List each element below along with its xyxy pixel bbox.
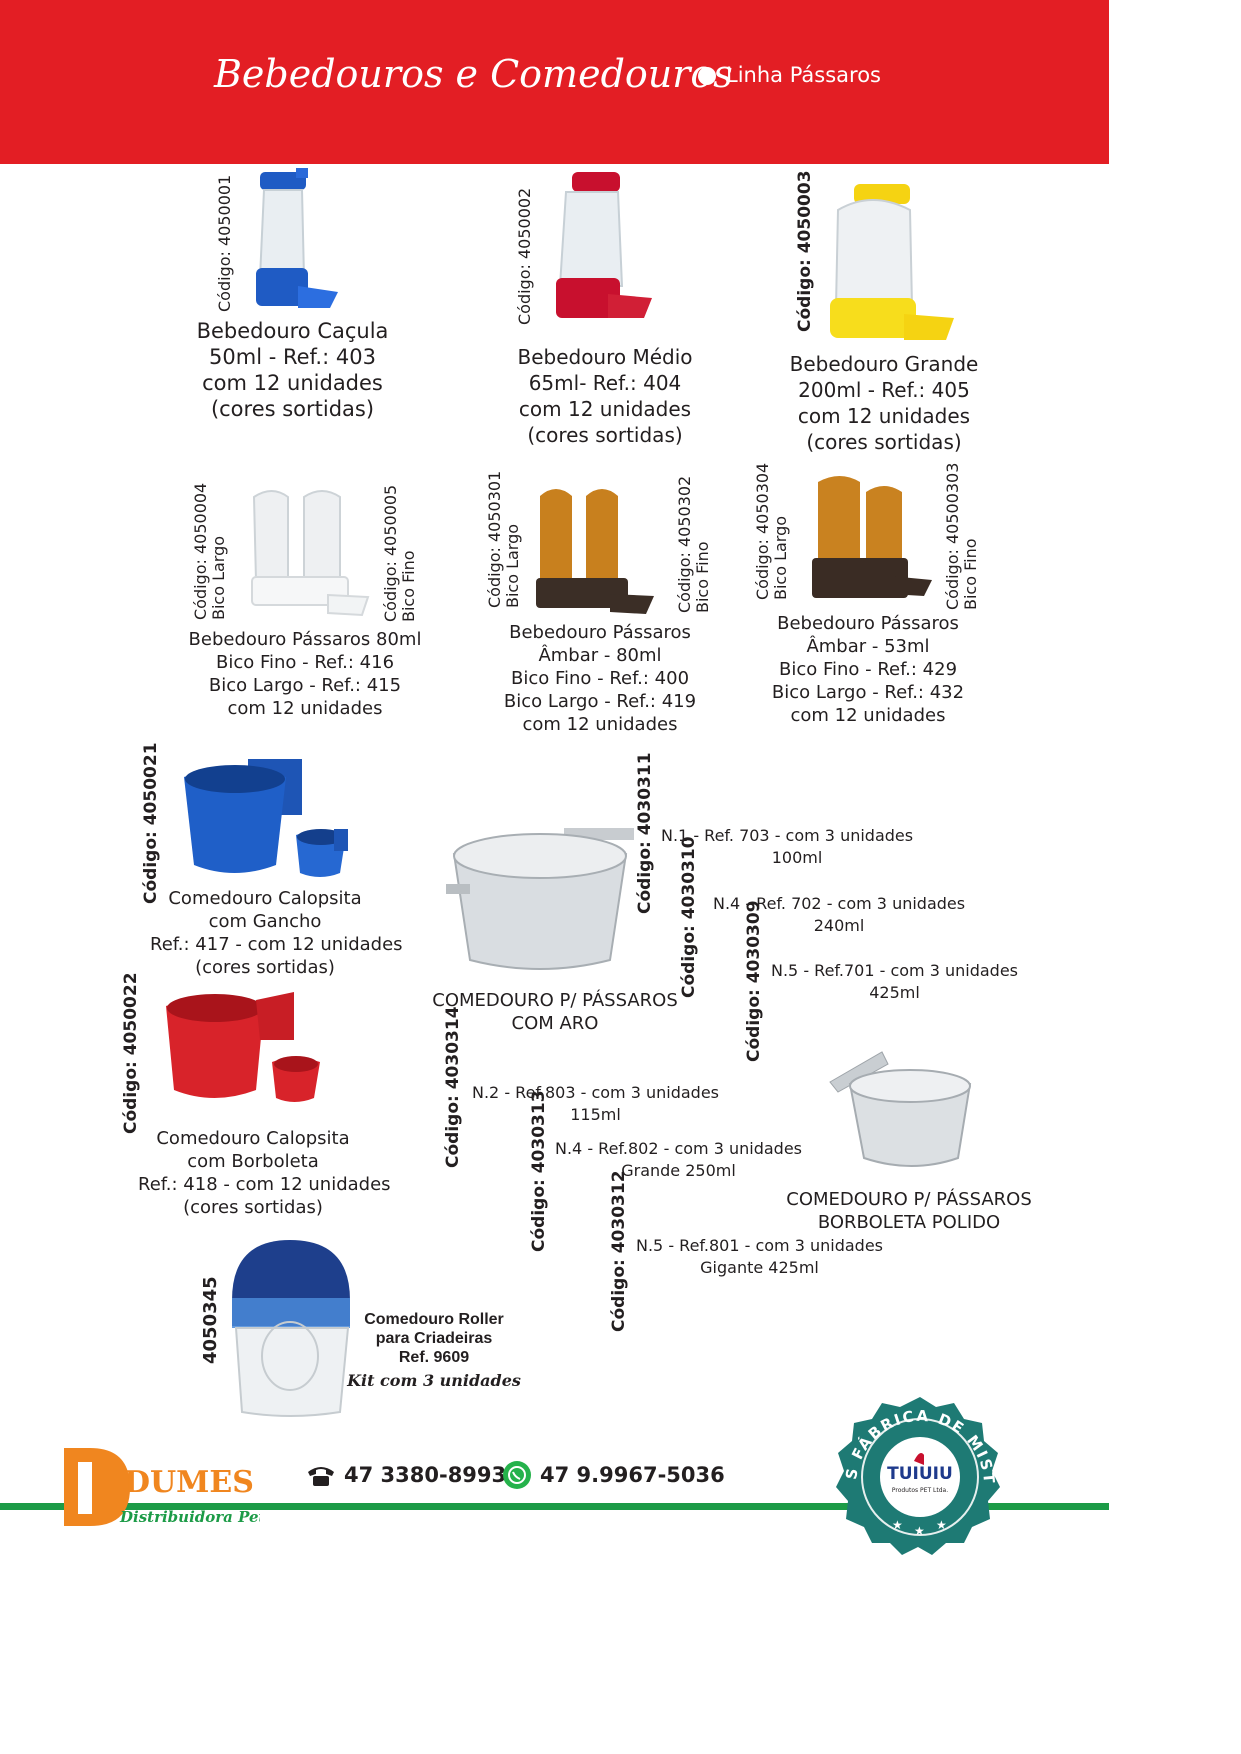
header-banner (0, 0, 1109, 164)
bebedouro-ambar-53-image (812, 476, 932, 598)
ref-403: 50ml - Ref.: 403 (209, 345, 376, 369)
page-title: Bebedouros e Comedouros (214, 52, 733, 96)
note-ref-803: N.2 - Ref.803 - com 3 unidades 115ml (472, 1083, 720, 1124)
note-ref-701: N.5 - Ref.701 - com 3 unidades 425ml (771, 961, 1019, 1002)
seal-sub: Produtos PET Ltda. (892, 1487, 948, 1494)
code-4050004: Código: 4050004 Bico Largo (191, 482, 228, 620)
code-4050304: Código: 4050304 Bico Largo (753, 462, 790, 600)
phone-number[interactable]: 47 3380-8993 (344, 1463, 507, 1487)
bebedouro-ambar-80-image (536, 489, 654, 614)
note-ref-702: N.4 - Ref. 702 - com 3 unidades 240ml (713, 894, 966, 935)
note-ref-802: N.4 - Ref.802 - com 3 unidades Grande 25… (555, 1139, 803, 1180)
caption-grande: Bebedouro Grande 200ml - Ref.: 405 com 1… (754, 351, 1014, 455)
code-4050301: Código: 4050301 Bico Largo (485, 470, 522, 608)
svg-text:★: ★ (914, 1524, 925, 1538)
footer-green-line (0, 1503, 1109, 1510)
caption-passaros-80: Bebedouro Pássaros 80ml Bico Fino - Ref.… (188, 629, 422, 719)
dumes-brand-text: DUMES (124, 1465, 254, 1500)
note-ref-703: N.1 - Ref. 703 - com 3 unidades 100ml (661, 826, 914, 867)
bebedouro-passaros-80-image (251, 490, 370, 617)
svg-text:★: ★ (892, 1518, 903, 1532)
caption-aro: COMEDOURO P/ PÁSSAROS COM ARO (432, 990, 678, 1034)
code-4050021: Código: 4050021 (141, 742, 161, 904)
caption-ambar-80: Bebedouro Pássaros Âmbar - 80ml Bico Fin… (503, 622, 697, 735)
bullet-dot (698, 67, 716, 85)
caption-cacula: Bebedouro Caçula 50ml - Ref.: 403 com 12… (160, 318, 425, 422)
code-4030314: Código: 4030314 (443, 1006, 463, 1168)
code-4050005: Código: 4050005 Bico Fino (381, 484, 418, 622)
roller-kit: Kit com 3 unidades (347, 1371, 521, 1390)
code-40500303: Código: 40500303 Bico Fino (943, 462, 980, 610)
ref-404: 65ml- Ref.: 404 (528, 371, 682, 395)
page-subtitle: Linha Pássaros (726, 63, 881, 87)
code-4030311: Código: 4030311 (635, 752, 655, 914)
caption-ambar-53: Bebedouro Pássaros Âmbar - 53ml Bico Fin… (771, 613, 965, 726)
whatsapp-number[interactable]: 47 9.9967-5036 (540, 1463, 725, 1487)
code-4050302: Código: 4050302 Bico Fino (675, 475, 712, 613)
caption-gancho: Comedouro Calopsita com Gancho Ref.: 417… (150, 888, 403, 978)
code-4050345: 4050345 (200, 1276, 221, 1364)
dumes-logo: DUMES Distribuidora Pet (64, 1448, 260, 1526)
dumes-subtext: Distribuidora Pet (119, 1508, 260, 1526)
ref-405: 200ml - Ref.: 405 (798, 378, 970, 402)
comedouro-borboleta-image (166, 992, 320, 1102)
code-4050022: Código: 4050022 (121, 972, 141, 1134)
caption-medio: Bebedouro Médio 65ml- Ref.: 404 com 12 u… (480, 344, 730, 448)
tuiuiu-seal: SOMOS FÁBRICA DE MISTURAS TUIUIU Produto… (832, 1393, 1000, 1555)
svg-text:★: ★ (936, 1518, 947, 1532)
bebedouro-cacula-image (256, 168, 338, 308)
code-4050002: Código: 4050002 (515, 187, 534, 325)
comedouro-gancho-image (184, 759, 348, 877)
bebedouro-medio-image (556, 172, 652, 318)
comedouro-aro-image (446, 828, 634, 970)
code-4050003: Código: 4050003 (795, 170, 815, 332)
caption-borboleta: Comedouro Calopsita com Borboleta Ref.: … (138, 1128, 391, 1218)
seal-brand: TUIUIU (887, 1464, 953, 1484)
caption-roller: Comedouro Roller para Criadeiras Ref. 96… (347, 1311, 521, 1390)
bebedouro-grande-image (830, 184, 954, 340)
code-4050001: Código: 4050001 (215, 174, 234, 312)
code-4030312: Código: 4030312 (609, 1170, 629, 1332)
note-ref-801: N.5 - Ref.801 - com 3 unidades Gigante 4… (636, 1236, 884, 1277)
telephone-icon (308, 1467, 334, 1486)
whatsapp-icon (503, 1461, 531, 1489)
comedouro-roller-image (232, 1240, 350, 1417)
caption-polido: COMEDOURO P/ PÁSSAROS BORBOLETA POLIDO (786, 1189, 1032, 1233)
comedouro-polido-image (829, 1051, 972, 1167)
